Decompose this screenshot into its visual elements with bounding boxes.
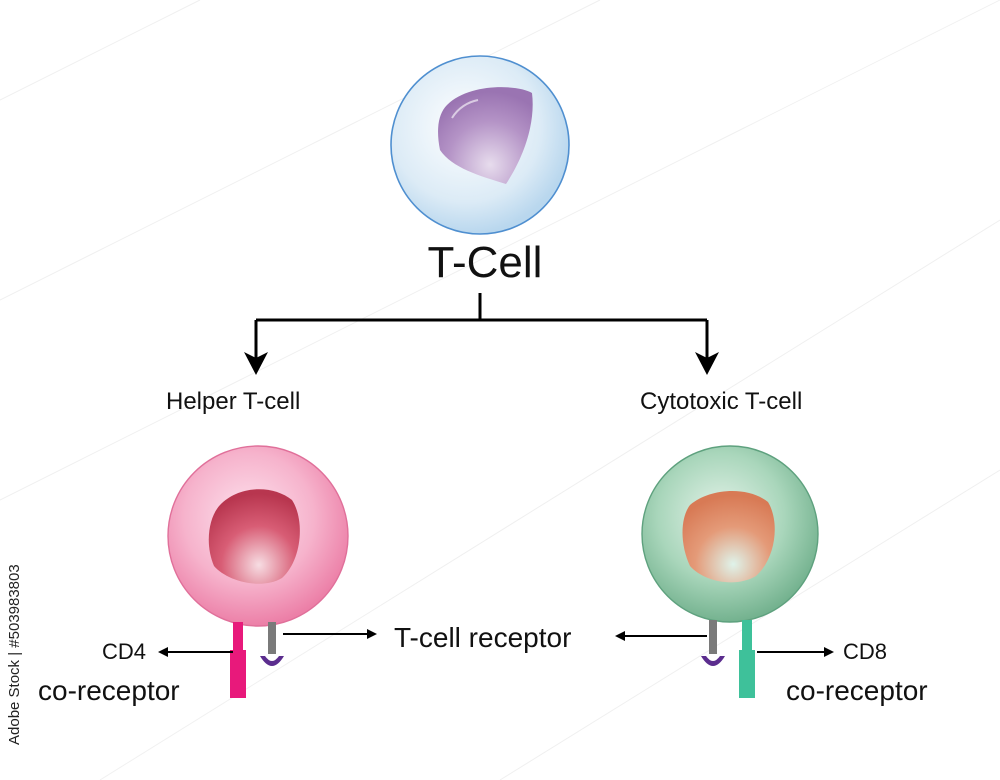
- t-cell: [390, 55, 570, 235]
- branch-connector: [244, 293, 719, 375]
- cytotoxic-t-cell: [641, 445, 819, 698]
- cd4-label: CD4: [102, 639, 147, 664]
- cytotoxic-tcr-cup-icon: [701, 656, 725, 666]
- t-cell-receptor-label: T-cell receptor: [394, 622, 572, 653]
- helper-t-cell: [167, 445, 349, 698]
- helper-t-cell-nucleus: [208, 489, 300, 584]
- cd8-coreceptor-block: [739, 650, 755, 698]
- t-cell-nucleus: [438, 87, 533, 184]
- arrow-to-cytotoxic: [695, 352, 719, 375]
- arrow-to-helper: [244, 352, 268, 375]
- stock-watermark-text: Adobe Stock | #503983803: [6, 564, 23, 746]
- cytotoxic-tcr-stem: [709, 620, 717, 654]
- cd4-coreceptor-bar: [233, 622, 243, 652]
- pointer-arrows: [158, 629, 834, 657]
- cytotoxic-t-cell-label: Cytotoxic T-cell: [640, 388, 803, 415]
- cd4-coreceptor-label: co-receptor: [38, 675, 180, 706]
- cd4-coreceptor-block: [230, 650, 246, 698]
- helper-t-cell-label: Helper T-cell: [166, 388, 301, 415]
- cd8-coreceptor-bar: [742, 620, 752, 652]
- helper-tcr-stem: [268, 622, 276, 654]
- helper-tcr-cup-icon: [260, 656, 284, 666]
- cd8-label: CD8: [843, 639, 888, 664]
- diagram-title: T-Cell: [427, 238, 543, 287]
- cytotoxic-t-cell-nucleus: [682, 491, 775, 583]
- cd8-coreceptor-label: co-receptor: [786, 675, 928, 706]
